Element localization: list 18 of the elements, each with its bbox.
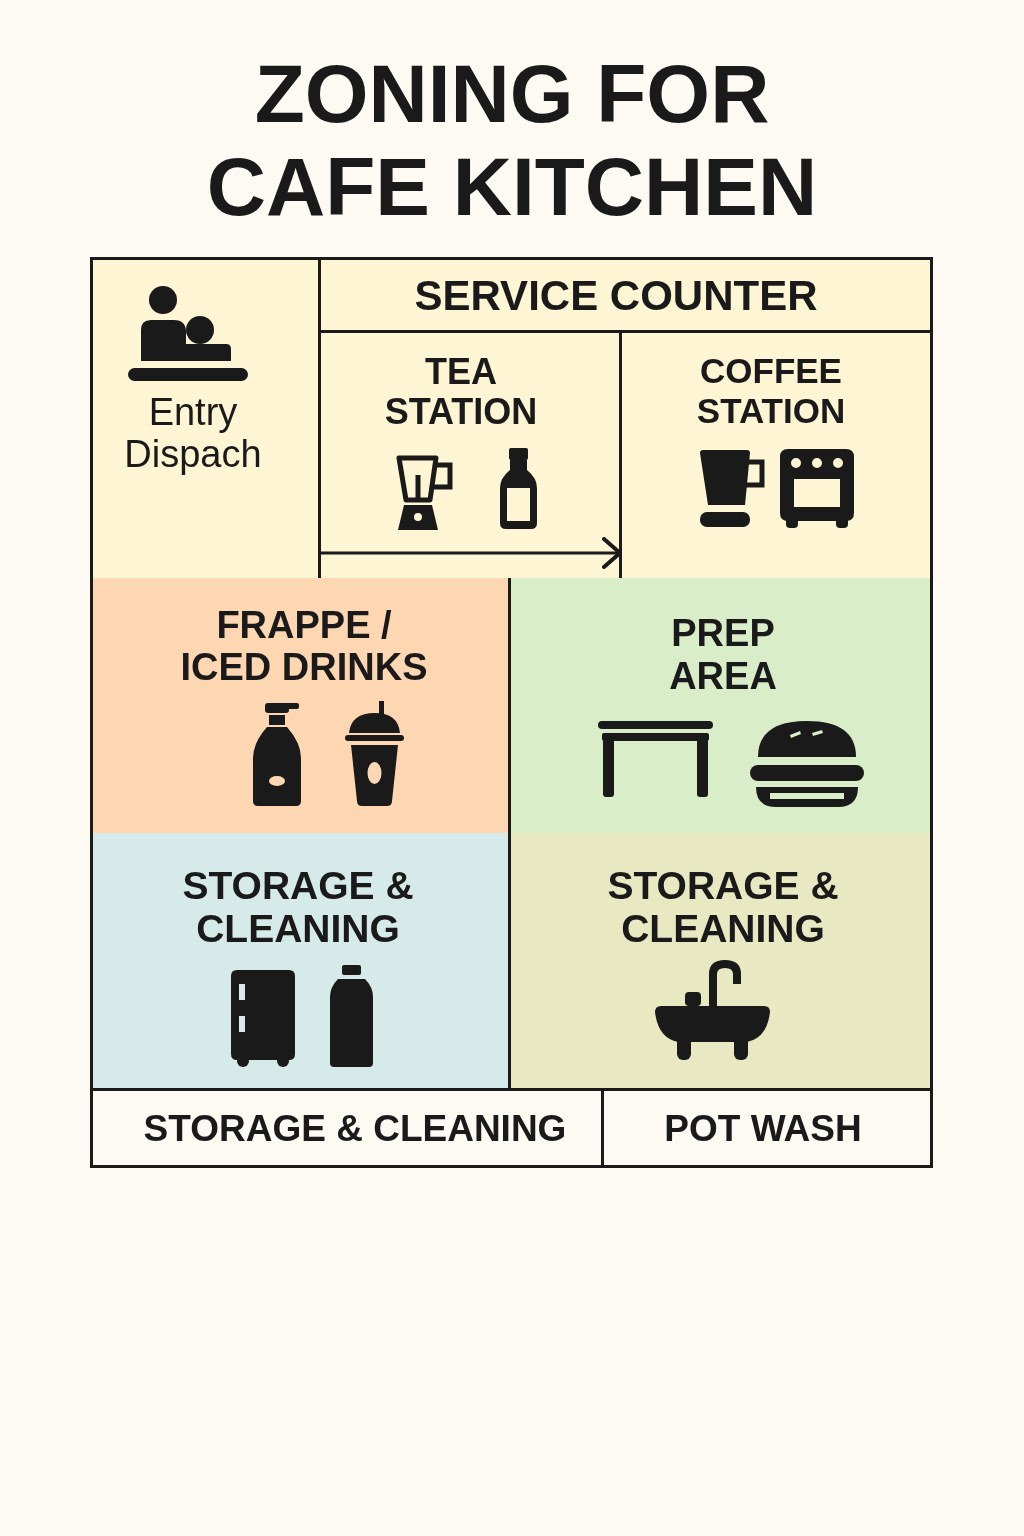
zone-area	[604, 1088, 930, 1165]
diagram-title: ZONING FOR CAFE KITCHEN	[205, 47, 819, 233]
zone-area	[93, 1088, 604, 1165]
zone-label: FRAPPE / ICED DRINKS	[179, 604, 429, 688]
zone-label: PREP AREA	[668, 612, 778, 698]
zone-label: STORAGE & CLEANING	[606, 864, 840, 950]
zone-area	[511, 833, 930, 1088]
zone-label: STORAGE & CLEANING	[181, 864, 415, 950]
zone-label: POT WASH	[663, 1108, 863, 1150]
arrow	[320, 537, 622, 569]
zone-label: Entry Dispach	[123, 391, 263, 475]
zone-label: TEA STATION	[383, 352, 539, 432]
zone-area	[93, 578, 511, 833]
zone-label: SERVICE COUNTER	[413, 272, 819, 320]
zone-area	[93, 833, 511, 1088]
zone-label: STORAGE & CLEANING	[142, 1108, 568, 1150]
zone-label: COFFEE STATION	[695, 351, 847, 431]
zone-area	[511, 578, 930, 833]
